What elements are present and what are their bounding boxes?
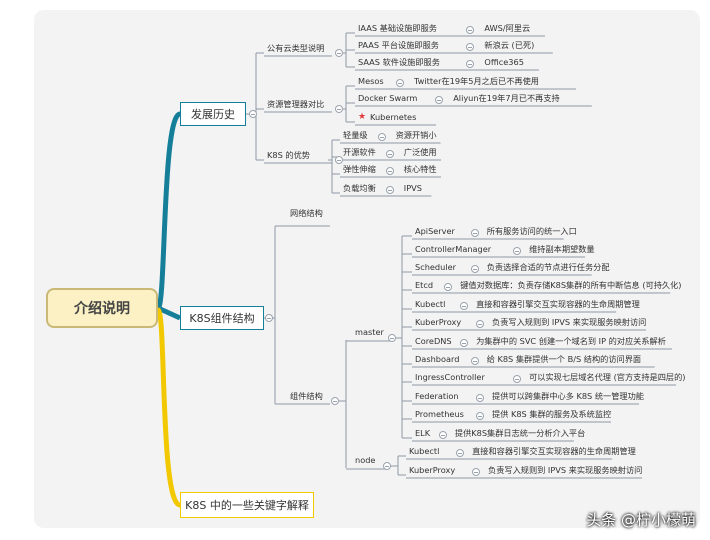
value-node: Office365 [484,57,524,67]
value-node: 资源开销小 [395,130,437,140]
description-node: 直接和容器引擎交互实现容器的生命周期管理 [476,299,640,309]
value-node: IPVS [403,183,422,193]
group-node[interactable]: master [355,327,384,337]
collapse-toggle-icon[interactable] [460,302,469,310]
star-icon: ★ [358,112,367,122]
component-node[interactable]: Etcd [415,280,434,290]
trunk-line-keywords [155,307,182,508]
key-node[interactable]: 负载均衡 [343,183,376,193]
collapse-toggle-icon[interactable] [456,449,465,457]
description-node: 给 K8S 集群提供一个 B/S 结构的访问界面 [486,354,642,364]
branch-history[interactable]: 发展历史 [180,102,246,126]
category-node[interactable]: 网络结构 [290,208,323,218]
component-node[interactable]: Dashboard [415,354,460,364]
collapse-toggle-icon[interactable] [444,283,453,291]
mindmap-panel [34,10,700,528]
component-node[interactable]: ControllerManager [415,244,492,254]
description-node: 负责写入规则到 IPVS 来实现服务映射访问 [488,465,643,475]
collapse-toggle-icon[interactable] [513,247,522,255]
description-node: 键值对数据库：负责存储K8S集群的所有中断信息 (可持久化) [460,280,682,290]
collapse-toggle-icon[interactable] [476,320,484,328]
collapse-toggle-icon[interactable] [466,26,475,34]
key-node[interactable]: 开源软件 [343,147,376,157]
component-node[interactable]: ELK [415,428,431,438]
collapse-toggle-icon[interactable] [385,167,394,175]
category-node[interactable]: K8S 的优势 [267,150,310,160]
collapse-toggle-icon[interactable] [472,468,480,476]
description-node: 维持副本期望数量 [529,244,595,254]
component-node[interactable]: Kubectl [415,299,446,309]
key-node[interactable]: Mesos [358,76,384,86]
group-node[interactable]: node [355,455,376,465]
collapse-toggle-icon[interactable] [466,43,475,51]
collapse-toggle-icon[interactable] [466,60,475,68]
collapse-toggle-icon[interactable] [470,265,479,273]
collapse-toggle-icon[interactable] [513,375,522,383]
component-node[interactable]: IngressController [415,372,485,382]
collapse-toggle-icon[interactable] [249,110,257,118]
category-node[interactable]: 公有云类型说明 [267,43,325,53]
collapse-toggle-icon[interactable] [335,156,343,164]
branch-keywords[interactable]: K8S 中的一些关键字解释 [180,492,314,518]
trunk-line-history [155,111,182,311]
collapse-toggle-icon[interactable] [335,105,343,113]
collapse-toggle-icon[interactable] [335,49,343,57]
collapse-toggle-icon[interactable] [435,96,444,104]
component-node[interactable]: Scheduler [415,262,456,272]
category-node[interactable]: 资源管理器对比 [267,99,325,109]
collapse-toggle-icon[interactable] [385,186,394,194]
collapse-toggle-icon[interactable] [470,357,479,365]
description-node: 为集群中的 SVC 创建一个域名到 IP 的对应关系解析 [476,336,666,346]
value-node: 核心特性 [403,164,437,174]
key-node[interactable]: PAAS 平台设施即服务 [358,40,439,50]
collapse-toggle-icon[interactable] [460,339,469,347]
component-node[interactable]: CoreDNS [415,336,452,346]
component-node[interactable]: Federation [415,391,459,401]
component-node[interactable]: KuberProxy [415,317,462,327]
collapse-toggle-icon[interactable] [385,150,394,158]
collapse-toggle-icon[interactable] [383,462,391,470]
component-node[interactable]: KuberProxy [409,465,456,475]
value-node: 广泛使用 [403,147,437,157]
description-node: 提供K8S集群日志统一分析介入平台 [454,428,586,438]
collapse-toggle-icon[interactable] [388,334,396,342]
collapse-toggle-icon[interactable] [438,431,447,439]
description-node: 提供 K8S 集群的服务及系统监控 [492,409,612,419]
key-node[interactable]: 弹性伸缩 [343,164,376,174]
collapse-toggle-icon[interactable] [476,412,484,420]
watermark: 头条 @柠小檬萌 [586,511,696,529]
collapse-toggle-icon[interactable] [377,133,386,141]
collapse-toggle-icon[interactable] [470,229,479,237]
key-node[interactable]: IAAS 基础设施即服务 [358,23,437,33]
description-node: 提供可以跨集群中心多 K8S 统一管理功能 [492,391,644,401]
root-node[interactable]: 介绍说明 [46,288,158,328]
collapse-toggle-icon[interactable] [396,79,404,87]
collapse-toggle-icon[interactable] [265,314,273,322]
component-node[interactable]: ApiServer [415,226,455,236]
component-node[interactable]: Kubectl [409,446,440,456]
key-node[interactable]: SAAS 软件设施即服务 [358,57,440,67]
key-node[interactable]: Docker Swarm [358,93,418,103]
description-node: 负责写入规则到 IPVS 来实现服务映射访问 [492,317,647,327]
value-node: Aliyun在19年7月已不再支持 [453,93,560,103]
collapse-toggle-icon[interactable] [476,394,484,402]
key-node[interactable]: 轻量级 [343,130,368,140]
trunk-line-components [156,305,182,321]
value-node: 新浪云 (已死) [484,40,535,50]
description-node: 负责选择合适的节点进行任务分配 [486,262,610,272]
value-node: AWS/阿里云 [484,23,531,33]
branch-components[interactable]: K8S组件结构 [180,306,264,330]
component-node[interactable]: Prometheus [415,409,464,419]
key-node[interactable]: Kubernetes [370,112,417,122]
collapse-toggle-icon[interactable] [331,397,339,405]
description-node: 可以实现七层域名代理 (官方支持是四层的) [529,372,686,382]
value-node: Twitter在19年5月之后已不再使用 [414,76,539,86]
category-node[interactable]: 组件结构 [290,391,323,401]
description-node: 所有服务访问的统一入口 [486,226,577,236]
description-node: 直接和容器引擎交互实现容器的生命周期管理 [472,446,636,456]
